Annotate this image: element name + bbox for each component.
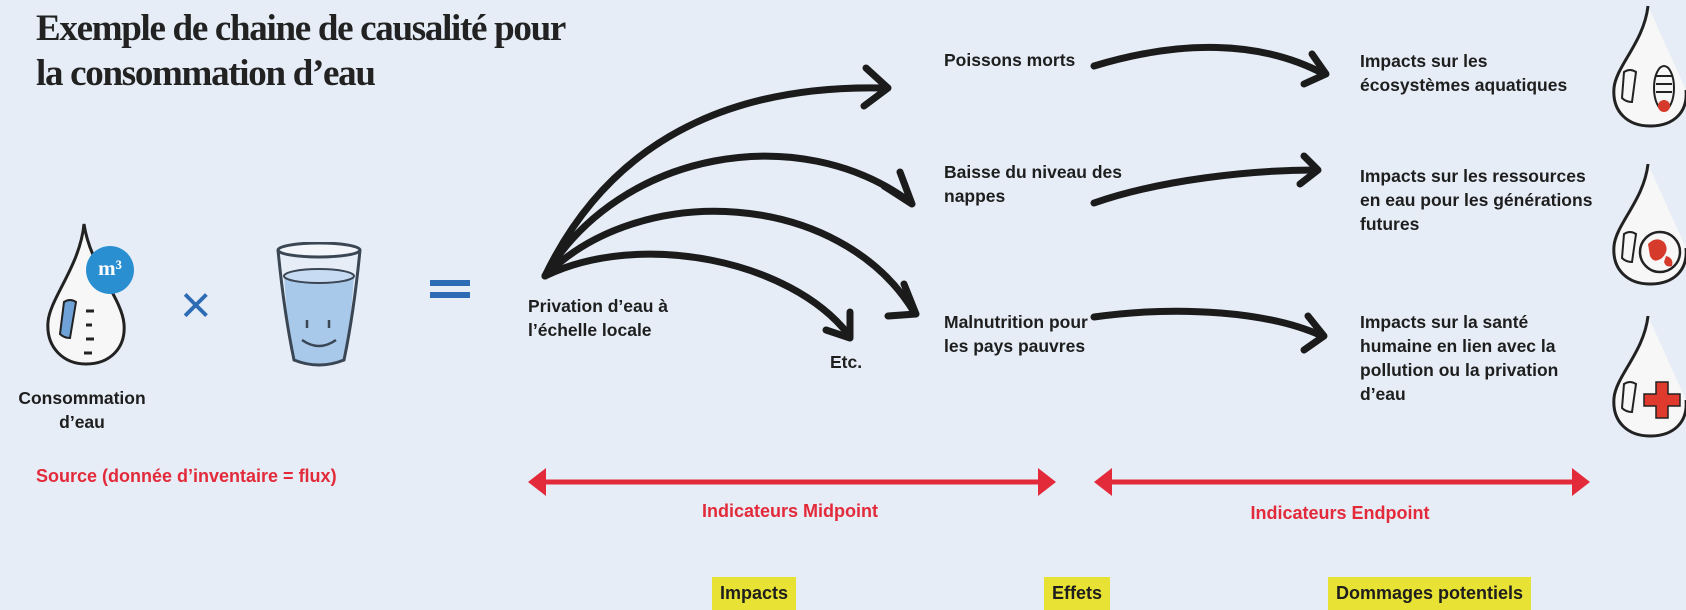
midpoint-malnutrition: Malnutrition pour les pays pauvres: [944, 312, 1088, 356]
smiling-glass-icon: [276, 242, 362, 367]
endpoint-range-label: Indicateurs Endpoint: [1250, 503, 1430, 523]
endpoint-ecosystemes: Impacts sur les écosystèmes aquatiques: [1360, 51, 1568, 95]
page-title: Exemple de chaine de causalité pour la c…: [36, 8, 566, 94]
health-cross-drop-icon: [1612, 315, 1686, 438]
arrow-to-malnutrition: [541, 207, 918, 316]
water-drop-meter-icon: [46, 223, 134, 366]
endpoint-ressources: Impacts sur les ressources en eau pour l…: [1360, 166, 1593, 234]
unit-badge: m³: [98, 256, 122, 280]
arrow-nappes-ressources: [1090, 166, 1320, 207]
fish-drop-icon: [1612, 5, 1686, 128]
privation-label: Privation d’eau à l’échelle locale: [528, 296, 669, 340]
arrow-to-nappes: [541, 152, 914, 280]
midpoint-nappes: Baisse du niveau des nappes: [944, 162, 1122, 206]
tag-effets: Effets: [1044, 577, 1111, 610]
midpoint-etc: Etc.: [830, 352, 863, 372]
arrow-malnutrition-sante: [1090, 307, 1326, 340]
globe-drop-icon: [1612, 163, 1686, 286]
endpoint-sante: Impacts sur la santé humaine en lien ave…: [1360, 312, 1559, 404]
multiply-icon: ×: [180, 275, 212, 335]
arrow-to-etc: [541, 250, 852, 338]
source-label: Source (donnée d’inventaire = flux): [36, 466, 337, 486]
midpoint-poissons: Poissons morts: [944, 50, 1076, 70]
equals-icon: [430, 276, 470, 300]
tag-impacts: Impacts: [712, 577, 797, 610]
arrow-poissons-ecosystemes: [1090, 43, 1328, 78]
consumption-label: Consommation d’eau: [18, 388, 146, 432]
tag-dommages: Dommages potentiels: [1328, 577, 1532, 610]
midpoint-range-label: Indicateurs Midpoint: [701, 501, 878, 521]
arrow-to-poissons: [541, 84, 889, 280]
